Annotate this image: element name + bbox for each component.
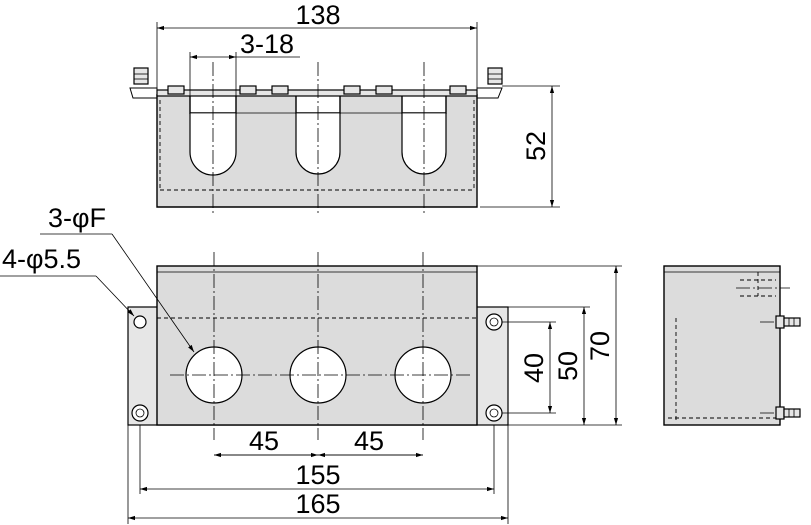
- dim-label-45-left: 45: [249, 426, 279, 456]
- top-slot-1: [189, 113, 237, 176]
- top-slot-2: [295, 113, 341, 175]
- side-body: [663, 265, 781, 426]
- mount-hole-tl: [133, 315, 147, 329]
- callout-label-4-phi5-5: 4-φ5.5: [2, 244, 81, 274]
- side-view: [663, 265, 801, 426]
- dim-label-50: 50: [553, 351, 583, 381]
- dim-45-45: 45 45: [214, 426, 423, 458]
- dim-label-45-right: 45: [354, 426, 384, 456]
- top-flange: [156, 89, 478, 97]
- top-clips: [167, 85, 467, 95]
- dim-50: 50: [508, 306, 590, 426]
- mount-hole-tr: [485, 313, 503, 331]
- dim-52: 52: [480, 85, 560, 208]
- dim-label-40: 40: [519, 353, 549, 383]
- dim-label-155: 155: [295, 460, 340, 490]
- dim-40: 40: [502, 321, 556, 414]
- side-screw-top: [775, 315, 801, 329]
- callout-4-phi5-5: 4-φ5.5: [0, 244, 135, 317]
- callout-3-phiF: 3-φF: [40, 203, 195, 353]
- dim-label-52: 52: [521, 131, 551, 161]
- dim-70: 70: [477, 265, 622, 426]
- dim-155: 155: [139, 425, 495, 494]
- callout-label-3-phiF: 3-φF: [48, 203, 106, 233]
- front-view: [127, 252, 509, 440]
- dim-label-70: 70: [585, 331, 615, 361]
- side-screw-bottom: [775, 406, 801, 420]
- top-bracket-right: [476, 87, 503, 99]
- mount-hole-br: [485, 404, 503, 422]
- dim-165: 165: [127, 425, 509, 524]
- dim-label-165: 165: [295, 489, 340, 519]
- top-screw-left: [133, 67, 149, 85]
- dim-label-138: 138: [295, 0, 340, 30]
- dim-label-3-18: 3-18: [240, 29, 294, 59]
- top-slot-3: [401, 113, 447, 175]
- top-bracket-left: [129, 87, 158, 99]
- top-screw-right: [487, 67, 503, 85]
- dim-138: 138: [156, 0, 478, 90]
- top-view: [129, 62, 503, 214]
- front-mount-holes: [131, 313, 503, 422]
- mount-hole-bl: [131, 404, 149, 422]
- dim-3-18: 3-18: [189, 29, 300, 110]
